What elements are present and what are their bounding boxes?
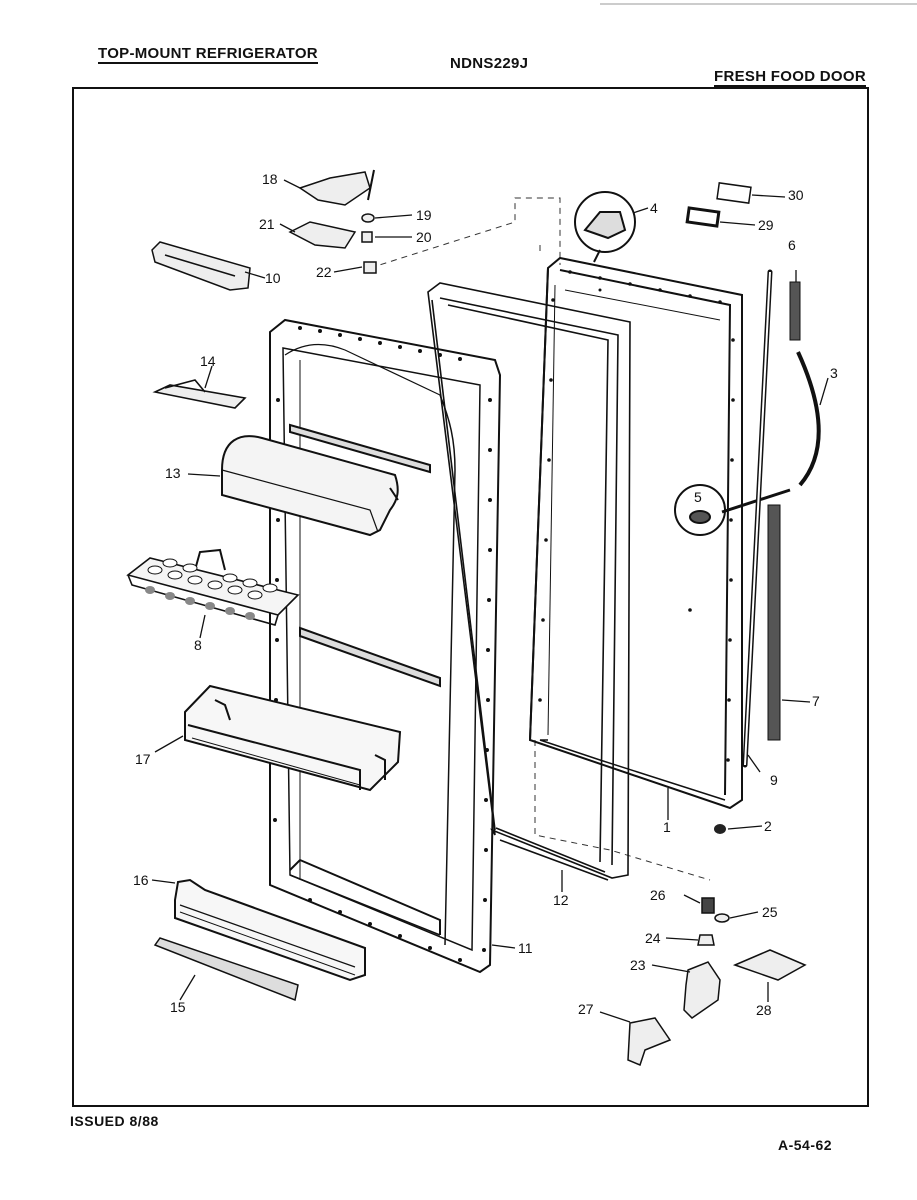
bushing-26 xyxy=(701,897,715,914)
callout-20: 20 xyxy=(416,229,432,245)
callout-7: 7 xyxy=(812,693,820,709)
outer-door-screw-holes xyxy=(538,270,735,762)
door-stop-strap-3 xyxy=(796,351,821,487)
callout-29: 29 xyxy=(758,217,774,233)
top-hinge-parts xyxy=(288,169,377,274)
callout-3: 3 xyxy=(830,365,838,381)
callout-21: 21 xyxy=(259,216,275,232)
plug-2 xyxy=(714,824,726,834)
callout-17: 17 xyxy=(135,751,151,767)
hinge-plate-18 xyxy=(298,171,371,206)
door-gasket xyxy=(427,282,631,881)
callout-15: 15 xyxy=(170,999,186,1015)
label-30 xyxy=(716,182,752,204)
callout-23: 23 xyxy=(630,957,646,973)
pin-24 xyxy=(697,934,715,946)
callout-14: 14 xyxy=(200,353,216,369)
callout-13: 13 xyxy=(165,465,181,481)
callout-18: 18 xyxy=(262,171,278,187)
callout-12: 12 xyxy=(553,892,569,908)
callout-27: 27 xyxy=(578,1001,594,1017)
callout-2: 2 xyxy=(764,818,772,834)
strip-7 xyxy=(767,504,781,741)
nut-20 xyxy=(361,231,373,243)
callout-19: 19 xyxy=(416,207,432,223)
trim-9-inner xyxy=(744,271,771,766)
hinge-plate-21 xyxy=(288,221,357,249)
dashed-guides xyxy=(369,197,711,881)
header-left-title: TOP-MOUNT REFRIGERATOR xyxy=(98,45,318,64)
dairy-door xyxy=(221,435,399,537)
gasket-29 xyxy=(685,206,721,228)
callout-24: 24 xyxy=(645,930,661,946)
callout-8: 8 xyxy=(194,637,202,653)
hinge-bracket-10 xyxy=(151,241,251,291)
callout-28: 28 xyxy=(756,1002,772,1018)
washer-19 xyxy=(361,213,375,223)
callout-16: 16 xyxy=(133,872,149,888)
callout-22: 22 xyxy=(316,264,332,280)
bracket-27 xyxy=(627,1017,672,1067)
cap-22 xyxy=(363,261,377,274)
trim-strip xyxy=(153,937,299,1002)
callout-11: 11 xyxy=(518,940,533,956)
footer-issued: ISSUED 8/88 xyxy=(70,1113,159,1129)
egg-tray xyxy=(126,548,300,626)
header-right-title: FRESH FOOD DOOR xyxy=(714,68,867,87)
cover-6 xyxy=(789,281,801,341)
door-bar xyxy=(174,878,366,982)
callout-9: 9 xyxy=(770,772,778,788)
callout-30: 30 xyxy=(788,187,804,203)
diagram-frame xyxy=(72,87,869,1107)
part-4-detail xyxy=(574,191,636,263)
hinge-28 xyxy=(732,949,807,981)
header-model-number: NDNS229J xyxy=(450,55,529,72)
door-shelf-bin xyxy=(184,684,402,792)
hinge-23 xyxy=(683,961,721,1019)
leader-lines xyxy=(151,179,829,1023)
callout-6: 6 xyxy=(788,237,796,253)
callout-25: 25 xyxy=(762,904,778,920)
part-14-clip xyxy=(152,379,247,409)
bottom-hinge-parts xyxy=(627,897,807,1067)
footer-code: A-54-62 xyxy=(778,1137,833,1153)
callout-labels: 1 2 3 4 5 6 7 8 9 10 11 12 13 14 15 16 1… xyxy=(133,171,838,1018)
liner-screw-holes xyxy=(273,326,492,962)
callout-10: 10 xyxy=(265,270,281,286)
callout-1: 1 xyxy=(663,819,671,835)
callout-5: 5 xyxy=(694,489,702,505)
callout-26: 26 xyxy=(650,887,666,903)
outer-door-panel xyxy=(528,256,743,810)
callout-4: 4 xyxy=(650,200,658,216)
inner-door-liner xyxy=(269,318,502,974)
washer-25 xyxy=(714,913,730,923)
